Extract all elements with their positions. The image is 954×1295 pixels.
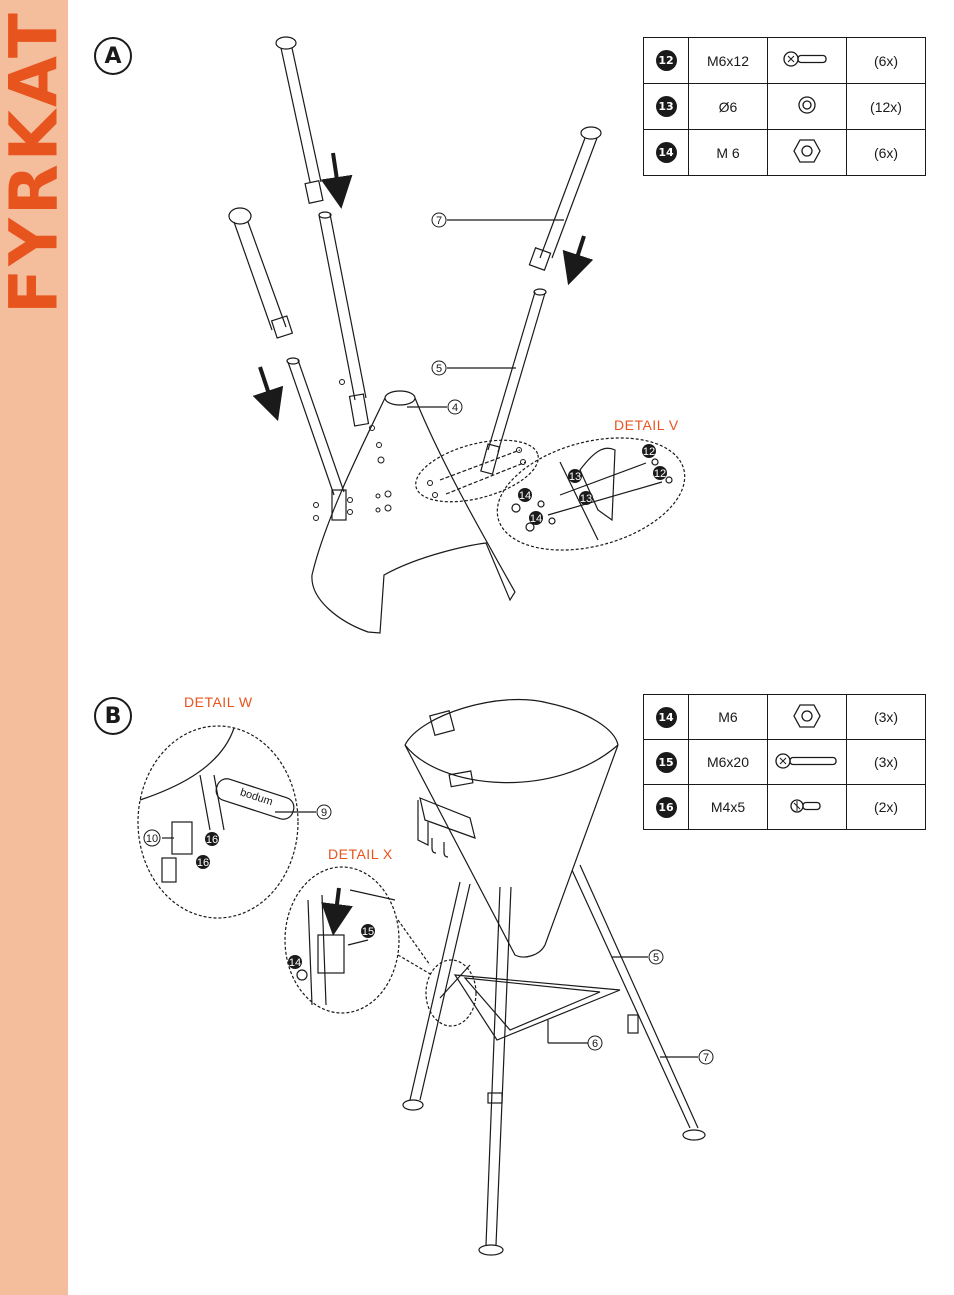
table-row: 12 M6x12 (6x) bbox=[643, 37, 926, 84]
part-number: 12 bbox=[655, 50, 677, 71]
detail-w-label: DETAIL W bbox=[184, 694, 253, 710]
svg-text:13: 13 bbox=[569, 471, 581, 483]
part-number: 14 bbox=[655, 142, 677, 163]
hex-nut-icon bbox=[793, 139, 821, 163]
callout-x14: 14 bbox=[288, 955, 302, 969]
table-row: 14 M6 (3x) bbox=[643, 694, 926, 740]
washer-icon bbox=[798, 96, 816, 114]
part-qty: (2x) bbox=[846, 784, 926, 830]
part-size: Ø6 bbox=[688, 83, 768, 130]
callout-4a: 4 bbox=[447, 399, 463, 415]
svg-text:5: 5 bbox=[653, 952, 659, 964]
part-qty: (3x) bbox=[846, 739, 926, 785]
leg-tube-1 bbox=[275, 36, 370, 427]
callout-w9: 9 bbox=[316, 804, 332, 820]
table-row: 15 M6x20 (3x) bbox=[643, 739, 926, 785]
callout-5b: 5 bbox=[648, 949, 664, 965]
part-size: M6x12 bbox=[688, 37, 768, 84]
callout-v13b: 13 bbox=[579, 491, 593, 505]
step-a-badge: A bbox=[94, 37, 132, 75]
table-row: 14 M 6 (6x) bbox=[643, 129, 926, 176]
callout-7a: 7 bbox=[431, 212, 447, 228]
svg-text:16: 16 bbox=[197, 857, 209, 869]
detail-x-label: DETAIL X bbox=[328, 846, 393, 862]
leg-tube-3 bbox=[480, 126, 602, 475]
part-qty: (6x) bbox=[846, 37, 926, 84]
callout-v12a: 12 bbox=[642, 444, 656, 458]
cone-body-a bbox=[311, 390, 516, 634]
svg-text:7: 7 bbox=[436, 215, 442, 227]
callout-v14a: 14 bbox=[518, 488, 532, 502]
parts-table-b: 14 M6 (3x) 15 M6x20 (3x) 16 M4x5 (2x) bbox=[643, 694, 926, 830]
part-qty: (3x) bbox=[846, 694, 926, 740]
detail-v-label: DETAIL V bbox=[614, 417, 679, 433]
hex-nut-icon bbox=[793, 703, 821, 728]
part-number: 16 bbox=[655, 796, 677, 818]
svg-text:6: 6 bbox=[592, 1038, 598, 1050]
svg-text:14: 14 bbox=[530, 513, 542, 525]
callout-7b: 7 bbox=[698, 1049, 714, 1065]
svg-text:9: 9 bbox=[321, 807, 327, 819]
parts-table-a: 12 M6x12 (6x) 13 Ø6 (12x) 14 M 6 (6x) bbox=[643, 37, 926, 176]
side-band: FYRKAT bbox=[0, 0, 73, 1295]
callout-v14b: 14 bbox=[529, 511, 543, 525]
svg-text:12: 12 bbox=[643, 446, 655, 458]
screw-small-icon bbox=[790, 798, 821, 813]
svg-text:16: 16 bbox=[206, 834, 218, 846]
callout-v13a: 13 bbox=[568, 469, 582, 483]
svg-text:12: 12 bbox=[654, 468, 666, 480]
handle-brand: bodum bbox=[239, 786, 275, 808]
leg-tube-2 bbox=[228, 207, 347, 521]
callout-v12b: 12 bbox=[653, 466, 667, 480]
svg-text:4: 4 bbox=[452, 402, 458, 414]
callout-w16a: 16 bbox=[205, 832, 219, 846]
callouts-step-a: 7 5 4 12 12 13 13 14 14 bbox=[431, 212, 667, 525]
callout-x15: 15 bbox=[361, 924, 375, 938]
callouts-step-b: 9 10 16 16 15 14 5 6 7 bbox=[143, 804, 714, 1065]
part-size: M4x5 bbox=[688, 784, 768, 830]
callout-6b: 6 bbox=[587, 1035, 603, 1051]
part-size: M6x20 bbox=[688, 739, 768, 785]
cone-body-b bbox=[404, 698, 619, 958]
bolt-short-icon bbox=[783, 51, 827, 67]
svg-text:10: 10 bbox=[146, 833, 158, 845]
part-number: 13 bbox=[655, 96, 677, 117]
bolt-long-icon bbox=[775, 752, 837, 769]
callout-w16b: 16 bbox=[196, 855, 210, 869]
part-qty: (6x) bbox=[846, 129, 926, 176]
callout-5a: 5 bbox=[431, 360, 447, 376]
part-number: 14 bbox=[655, 706, 677, 728]
svg-text:14: 14 bbox=[289, 957, 301, 969]
tripod-legs bbox=[402, 864, 706, 1256]
svg-text:7: 7 bbox=[703, 1052, 709, 1064]
table-row: 13 Ø6 (12x) bbox=[643, 83, 926, 130]
part-size: M6 bbox=[688, 694, 768, 740]
svg-text:13: 13 bbox=[580, 493, 592, 505]
callout-w10: 10 bbox=[143, 829, 161, 847]
part-size: M 6 bbox=[688, 129, 768, 176]
part-number: 15 bbox=[655, 751, 677, 773]
svg-text:5: 5 bbox=[436, 363, 442, 375]
step-b-badge: B bbox=[94, 697, 132, 735]
svg-text:14: 14 bbox=[519, 490, 531, 502]
svg-text:15: 15 bbox=[362, 926, 374, 938]
table-row: 16 M4x5 (2x) bbox=[643, 784, 926, 830]
